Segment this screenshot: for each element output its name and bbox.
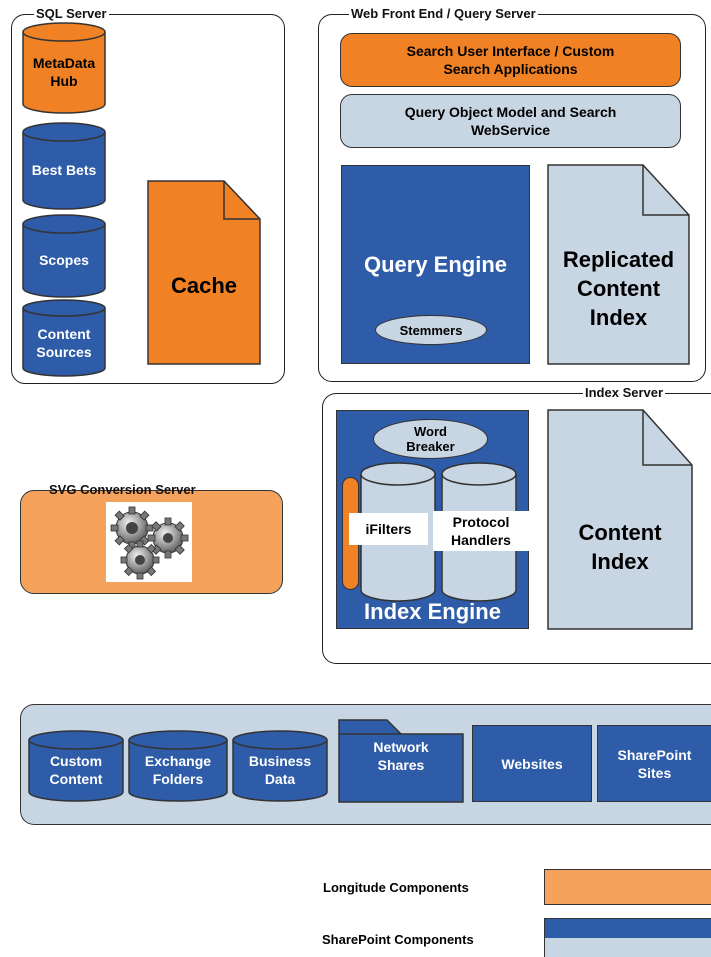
cache-label: Cache <box>170 273 238 298</box>
database-metadata-hub: MetaData Hub <box>22 22 106 114</box>
database-label: MetaData Hub <box>32 55 96 89</box>
protocol-handlers-label: Protocol Handlers <box>433 511 529 551</box>
cylinder-icon <box>28 730 124 802</box>
index-engine-label: Index Engine <box>364 599 501 624</box>
document-icon <box>547 409 693 630</box>
database-content-sources: Content Sources <box>22 298 106 378</box>
source-exchange-folders: Exchange Folders <box>128 730 228 802</box>
word-breaker-ellipse: Word Breaker <box>373 419 488 459</box>
cache-document: Cache <box>147 180 261 365</box>
replicated-index-document: Replicated Content Index <box>547 164 690 365</box>
source-custom-content: Custom Content <box>28 730 124 802</box>
database-scopes: Scopes <box>22 214 106 298</box>
cylinder-icon <box>22 122 106 210</box>
document-icon <box>147 180 261 365</box>
source-label: Exchange Folders <box>144 753 212 787</box>
index-server-title: Index Server <box>583 385 666 401</box>
legend-longitude-swatch <box>544 869 711 905</box>
source-label: Network Shares <box>373 739 429 773</box>
cylinder-icon <box>22 299 106 377</box>
source-business-data: Business Data <box>232 730 328 802</box>
legend-sharepoint-swatch <box>544 918 711 957</box>
source-label: Custom Content <box>49 753 103 787</box>
legend-sharepoint-label: SharePoint Components <box>322 932 474 947</box>
content-index-label: Content Index <box>578 520 662 574</box>
cylinder-icon <box>128 730 228 802</box>
cylinder-icon <box>232 730 328 802</box>
query-object-model-box: Query Object Model and Search WebService <box>340 94 681 148</box>
replicated-index-label: Replicated Content Index <box>562 246 675 330</box>
database-label: Content Sources <box>36 326 92 360</box>
source-sharepoint-sites: SharePoint Sites <box>597 725 711 802</box>
cylinder-icon <box>22 22 106 114</box>
source-network-shares: Network Shares <box>338 719 464 803</box>
ifilters-label: iFilters <box>349 513 428 545</box>
svg-server-title: SVG Conversion Server <box>49 482 196 497</box>
legend-longitude-label: Longitude Components <box>323 880 469 895</box>
sql-server-title: SQL Server <box>34 6 109 22</box>
cylinder-icon <box>22 214 106 298</box>
wfe-title: Web Front End / Query Server <box>349 6 538 22</box>
database-label: Best Bets <box>31 162 97 178</box>
content-index-document: Content Index <box>547 409 693 630</box>
database-best-bets: Best Bets <box>22 122 106 210</box>
source-websites: Websites <box>472 725 592 802</box>
search-ui-box: Search User Interface / Custom Search Ap… <box>340 33 681 87</box>
document-icon <box>547 164 690 365</box>
database-label: Scopes <box>39 252 89 268</box>
source-label: Business Data <box>248 753 312 787</box>
gears-icon <box>106 502 192 582</box>
query-engine-label: Query Engine <box>363 252 508 277</box>
folder-icon <box>338 719 464 803</box>
stemmers-ellipse: Stemmers <box>375 315 487 345</box>
